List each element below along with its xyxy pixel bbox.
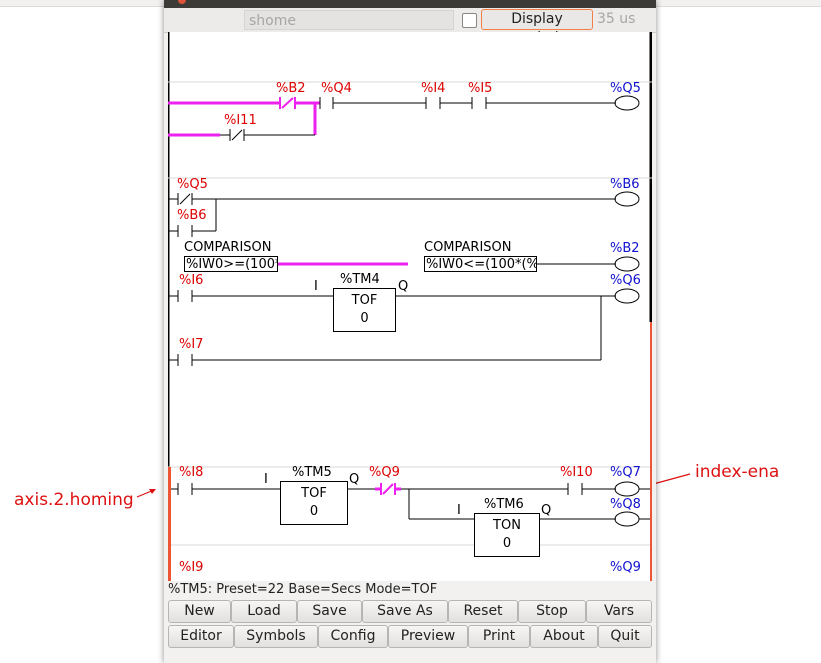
compare-block-expression[interactable]: %IW0>=(100*(%..: [184, 256, 278, 272]
coil-label: %B6: [610, 177, 640, 192]
top-toolbar: shome Display symbols 35 us: [164, 8, 656, 46]
compare-block-title: COMPARISON: [424, 240, 512, 255]
contact-label: %Q9: [369, 465, 400, 480]
save-button[interactable]: Save: [297, 600, 362, 623]
scan-time-label: 35 us: [597, 11, 636, 27]
timer-block[interactable]: TON 0: [474, 513, 540, 557]
stop-button[interactable]: Stop: [518, 600, 586, 623]
contact-label: %I7: [179, 337, 204, 352]
timer-value: 0: [502, 536, 512, 551]
timer-block[interactable]: TOF 0: [333, 288, 396, 332]
status-bar: %TM5: Preset=22 Base=Secs Mode=TOF: [168, 581, 652, 599]
about-button[interactable]: About: [530, 625, 598, 648]
contact-label: %I4: [421, 81, 446, 96]
contact-label: %I8: [179, 465, 204, 480]
symbols-button[interactable]: Symbols: [234, 625, 318, 648]
timer-type: TOF: [301, 486, 327, 501]
timer-block[interactable]: TOF 0: [280, 481, 348, 525]
preview-button[interactable]: Preview: [388, 625, 468, 648]
coil-label: %Q6: [610, 273, 641, 288]
coil-label: %Q7: [610, 465, 641, 480]
vars-button[interactable]: Vars: [586, 600, 652, 623]
coil-label: %Q9: [610, 560, 641, 575]
load-button[interactable]: Load: [231, 600, 297, 623]
timer-name: %TM5: [292, 465, 332, 480]
timer-output-label: Q: [541, 503, 552, 518]
display-symbols-button[interactable]: Display symbols: [481, 9, 593, 46]
annotation-arrow-left: [136, 489, 156, 498]
print-button[interactable]: Print: [468, 625, 530, 648]
contact-label: %I11: [224, 113, 257, 128]
timer-input-label: I: [457, 503, 461, 518]
contact-label: %I9: [179, 560, 204, 575]
compare-block-expression[interactable]: %IW0<=(100*(%..: [424, 256, 537, 272]
timer-value: 0: [309, 504, 319, 519]
timer-output-label: Q: [398, 279, 409, 294]
window-titlebar: [164, 0, 656, 8]
timer-name: %TM6: [484, 497, 524, 512]
coil-label: %Q5: [610, 81, 641, 96]
annotation-index-ena: index-ena: [695, 462, 780, 482]
timer-type: TOF: [351, 293, 378, 308]
contact-label: %I10: [560, 465, 593, 480]
coil-label: %B2: [610, 241, 640, 256]
display-symbols-checkbox[interactable]: [462, 13, 477, 28]
contact-label: %B6: [177, 208, 207, 223]
timer-output-label: Q: [349, 472, 360, 487]
save-as-button[interactable]: Save As: [362, 600, 448, 623]
editor-button[interactable]: Editor: [168, 625, 234, 648]
config-button[interactable]: Config: [318, 625, 388, 648]
timer-value: 0: [360, 311, 369, 326]
contact-label: %Q5: [177, 177, 208, 192]
section-name-field[interactable]: shome: [244, 10, 454, 30]
contact-label: %I6: [179, 273, 204, 288]
contact-label: %I5: [468, 81, 493, 96]
timer-input-label: I: [314, 279, 318, 294]
annotation-axis-homing: axis.2.homing: [14, 490, 134, 510]
contact-label: %Q4: [321, 81, 352, 96]
timer-name: %TM4: [340, 272, 380, 287]
timer-input-label: I: [264, 472, 268, 487]
ladder-wiring: [168, 32, 652, 581]
coil-label: %Q8: [610, 497, 641, 512]
compare-block-title: COMPARISON: [184, 240, 272, 255]
classicladder-window: shome Display symbols 35 us: [164, 0, 656, 663]
timer-type: TON: [493, 518, 521, 533]
close-icon[interactable]: [178, 0, 186, 4]
new-button[interactable]: New: [168, 600, 231, 623]
contact-label: %B2: [276, 81, 306, 96]
quit-button[interactable]: Quit: [598, 625, 652, 648]
reset-button[interactable]: Reset: [448, 600, 518, 623]
ladder-diagram[interactable]: %B2 %Q4 %I4 %I5 %I11 %Q5 %Q5 %B6 %B6 COM…: [168, 32, 652, 581]
